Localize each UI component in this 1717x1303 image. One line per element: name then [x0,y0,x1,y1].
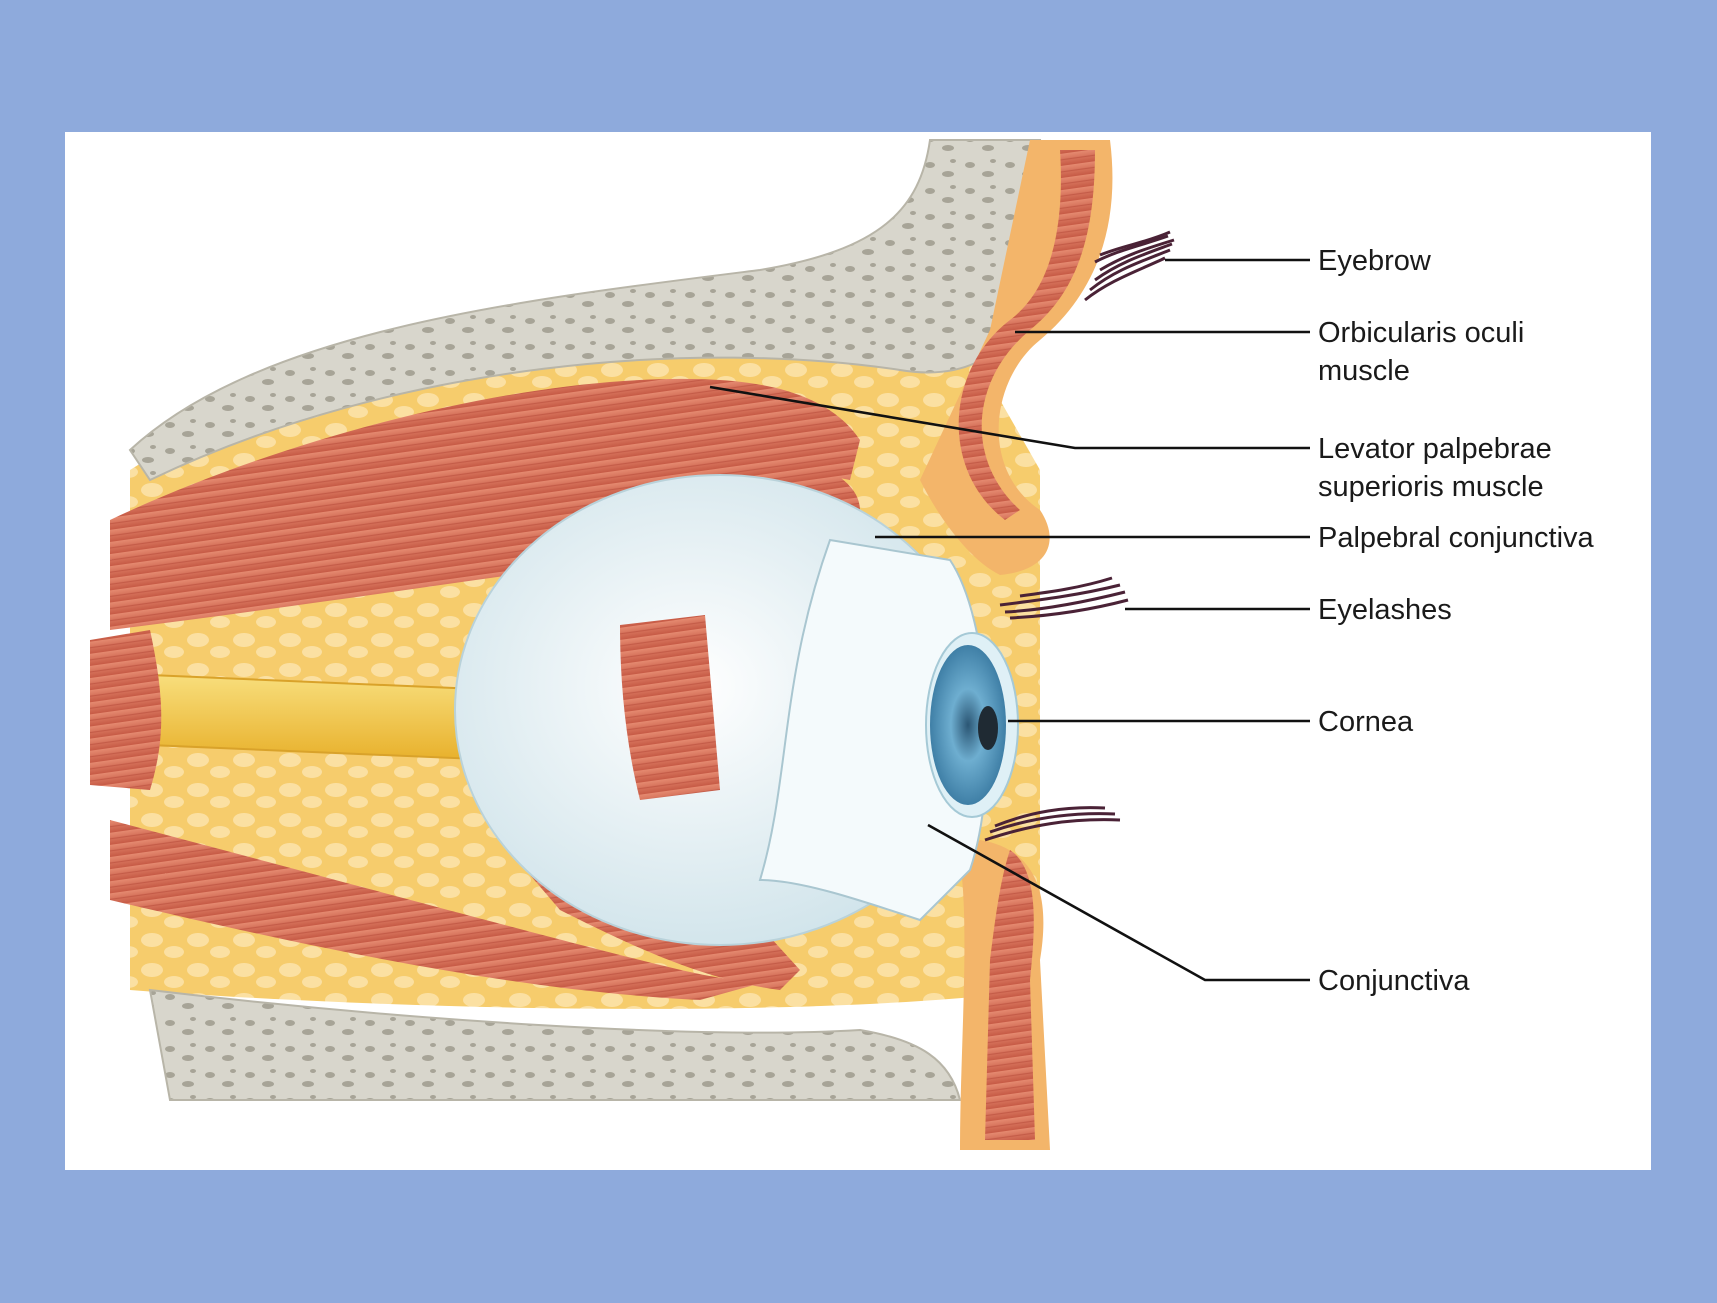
leader-conjunctiva [927,823,1310,982]
label-orbicularis-line1: Orbicularis oculi [1318,317,1524,349]
label-orbicularis-line2: muscle [1318,355,1410,387]
optic-nerve [149,673,501,762]
label-eyebrow: Eyebrow [1318,245,1432,277]
orbicularis-oculi-upper [958,150,1095,520]
leader-levator [709,385,1310,450]
inferior-rectus-muscle [110,820,790,1000]
lower-orbital-bone [148,988,962,1101]
iris [930,645,1006,805]
orbicularis-oculi-lower [985,850,1035,1140]
cut-muscle-end [90,630,162,790]
lower-eyelashes [984,806,1121,842]
levator-palpebrae-muscle [110,378,860,560]
label-cornea: Cornea [1318,706,1414,738]
eyebrow-hair [1084,230,1175,302]
lateral-rectus-tendon [620,615,720,800]
upper-orbital-bone [128,139,1042,482]
label-palpebral-conjunctiva: Palpebral conjunctiva [1318,522,1595,554]
label-conjunctiva: Conjunctiva [1318,965,1470,997]
leader-lines [709,258,1310,982]
label-levator-line2: superioris muscle [1318,471,1544,503]
pupil [978,706,998,750]
label-eyelashes: Eyelashes [1318,594,1452,626]
upper-eyelashes [999,576,1129,620]
label-levator-line1: Levator palpebrae [1318,433,1552,465]
